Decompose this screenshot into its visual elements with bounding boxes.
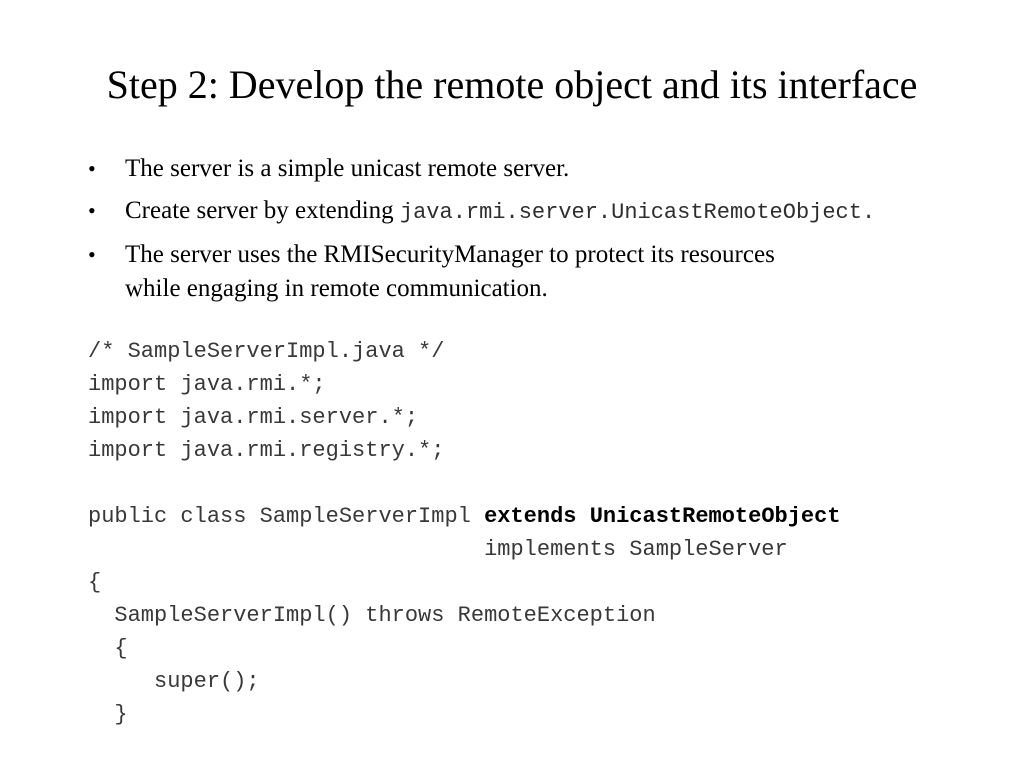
- bullet-item-1: • The server is a simple unicast remote …: [88, 152, 918, 186]
- bullet-icon: •: [88, 198, 96, 223]
- code-line-class-decl: public class SampleServerImpl extends Un…: [88, 500, 841, 533]
- bullet-1-text-wrap: The server is a simple unicast remote se…: [125, 152, 918, 186]
- bullet-icon: •: [88, 156, 96, 181]
- code-class-decl-normal: public class SampleServerImpl: [88, 504, 485, 529]
- bullet-item-3: • The server uses the RMISecurityManager…: [88, 238, 918, 306]
- code-line-super-call: super();: [88, 669, 260, 694]
- bullet-2-text: Create server by extending: [125, 197, 400, 224]
- bullet-1-text: The server is a simple unicast remote se…: [125, 155, 570, 182]
- bullet-3-text-wrap: The server uses the RMISecurityManager t…: [125, 238, 918, 306]
- bullet-icon: •: [88, 242, 96, 267]
- bullet-2-text-wrap: Create server by extending java.rmi.serv…: [125, 194, 918, 230]
- code-line-ctor-open-brace: {: [88, 636, 128, 661]
- bullet-3-line-1: The server uses the RMISecurityManager t…: [125, 241, 775, 268]
- code-line-comment: /* SampleServerImpl.java */: [88, 339, 445, 364]
- bullet-3-line-2: while engaging in remote communication.: [125, 275, 548, 302]
- code-line-import-1: import java.rmi.*;: [88, 372, 326, 397]
- code-class-decl-bold: extends UnicastRemoteObject: [484, 504, 841, 529]
- code-line-import-3: import java.rmi.registry.*;: [88, 438, 445, 463]
- code-line-ctor-close-brace: }: [88, 702, 128, 727]
- code-block: /* SampleServerImpl.java */ import java.…: [88, 335, 841, 731]
- code-line-blank: [88, 467, 841, 500]
- code-line-open-brace: {: [88, 570, 102, 595]
- bullet-2-code: java.rmi.server.UnicastRemoteObject.: [399, 200, 876, 225]
- bullet-list: • The server is a simple unicast remote …: [88, 152, 918, 314]
- slide-title: Step 2: Develop the remote object and it…: [106, 62, 918, 107]
- bullet-item-2: • Create server by extending java.rmi.se…: [88, 194, 918, 230]
- code-line-import-2: import java.rmi.server.*;: [88, 405, 419, 430]
- code-line-constructor: SampleServerImpl() throws RemoteExceptio…: [88, 603, 656, 628]
- code-line-implements: implements SampleServer: [88, 537, 788, 562]
